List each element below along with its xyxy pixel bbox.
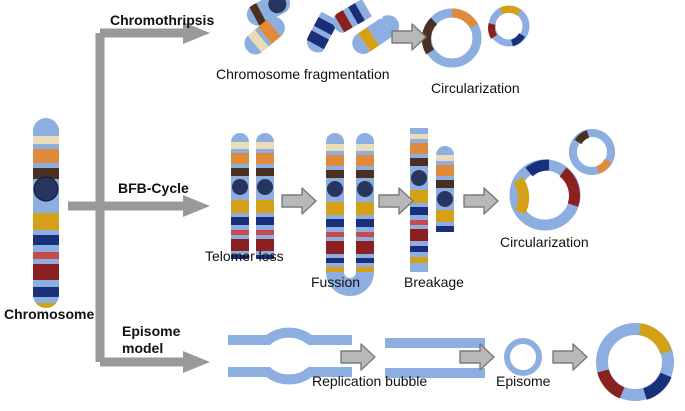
ring-middle-large — [509, 159, 581, 231]
label-telomer-loss: Telomer loss — [205, 248, 284, 264]
arrow-breakage-to-circ — [463, 187, 499, 215]
label-episome-model-line2: model — [122, 340, 164, 356]
label-chromothripsis: Chromothripsis — [110, 12, 215, 28]
arrow-bubble-to-linear — [340, 343, 376, 371]
label-chromosome-fragmentation: Chromosome fragmentation — [216, 66, 390, 82]
breakage-chromatids — [410, 128, 454, 272]
ring-middle-small — [569, 129, 615, 175]
arrow-episome-to-circ — [552, 343, 588, 371]
replication-bubble — [228, 327, 352, 385]
chromosome-main — [33, 118, 59, 308]
ring-top-small — [488, 5, 530, 47]
label-circularization-top: Circularization — [431, 80, 520, 96]
ring-episome-large — [596, 323, 674, 401]
linear-duplex — [385, 338, 485, 378]
arrow-fussion-to-breakage — [378, 187, 414, 215]
label-replication-bubble: Replication bubble — [312, 373, 428, 389]
ring-episome-small — [504, 338, 542, 376]
arrow-telomer-to-fussion — [281, 187, 317, 215]
chromosome-fragments — [240, 0, 400, 59]
label-fussion: Fussion — [311, 274, 361, 290]
label-chromosome: Chromosome — [4, 306, 95, 322]
label-circularization-middle: Circularization — [500, 234, 589, 250]
ring-top-large — [421, 8, 482, 68]
connector-tree — [68, 22, 210, 373]
label-episome: Episome — [496, 373, 551, 389]
label-breakage: Breakage — [404, 274, 464, 290]
label-bfb-cycle: BFB-Cycle — [118, 180, 189, 196]
telomer-loss-chromatids — [231, 133, 274, 259]
label-episome-model-line1: Episome — [122, 323, 181, 339]
fussion-chromatids — [326, 133, 374, 296]
